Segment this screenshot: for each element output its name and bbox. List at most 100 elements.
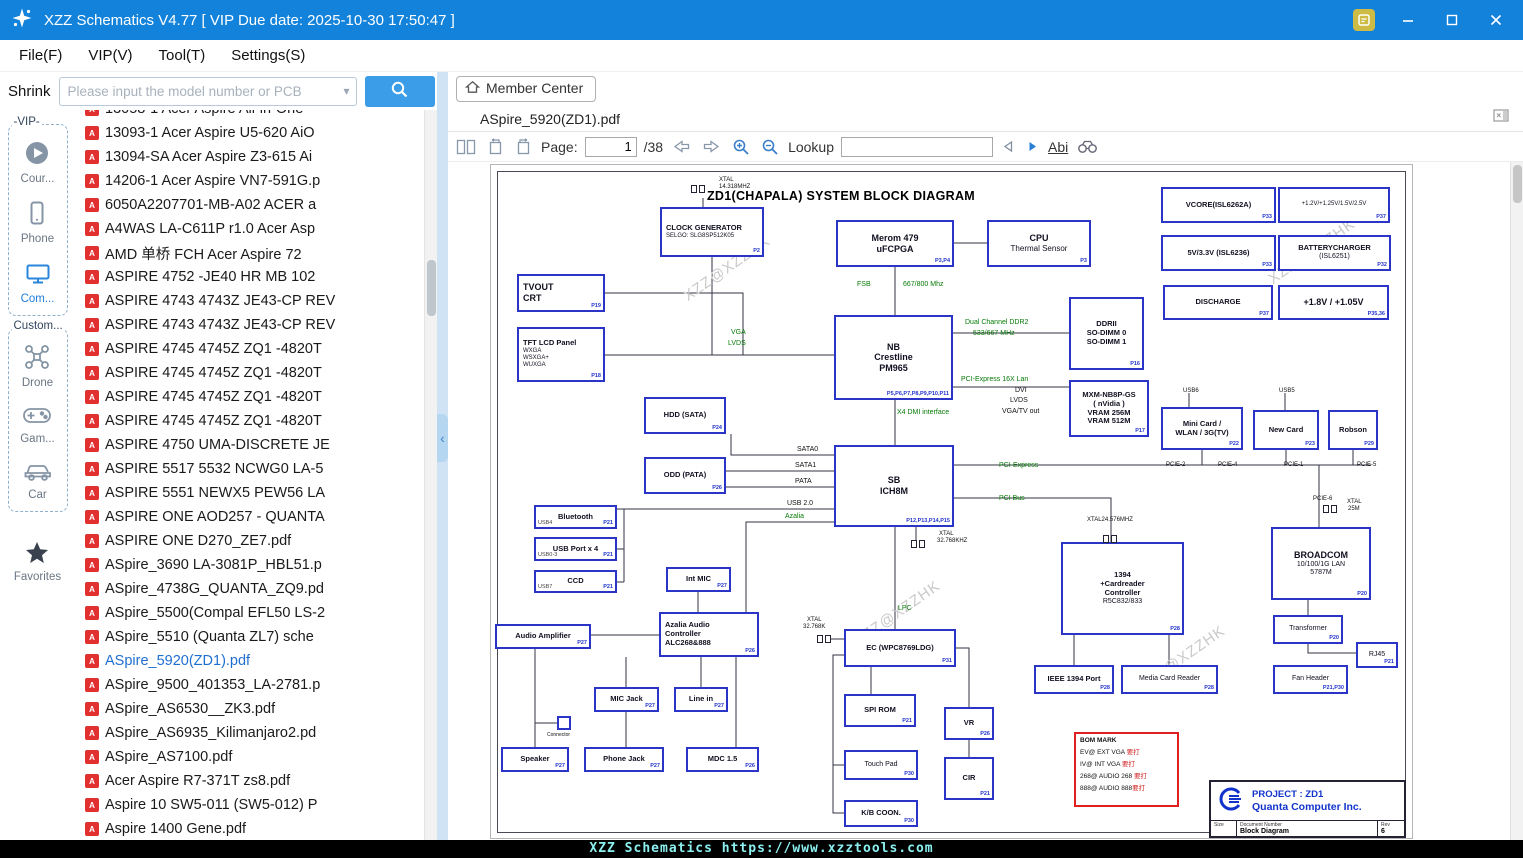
panel-splitter[interactable]: ‹ bbox=[437, 72, 448, 840]
close-panel-icon[interactable] bbox=[1493, 109, 1509, 127]
sidebar-item-computer[interactable]: Com... bbox=[21, 259, 54, 305]
pdf-file-icon: A bbox=[85, 150, 99, 164]
pdf-file-icon: A bbox=[85, 174, 99, 188]
support-icon[interactable] bbox=[1353, 9, 1375, 31]
menu-settings[interactable]: Settings(S) bbox=[231, 47, 306, 64]
collapse-icon[interactable]: ‹ bbox=[437, 414, 448, 462]
lookup-label: Lookup bbox=[788, 138, 834, 155]
bom-line: EV@ EXT VGA 要打 bbox=[1080, 749, 1140, 756]
pdf-file-icon: A bbox=[85, 798, 99, 812]
back-icon[interactable] bbox=[670, 139, 693, 154]
tab-aspire-5920[interactable]: ASpire_5920(ZD1).pdf bbox=[466, 107, 634, 131]
scrollbar-thumb[interactable] bbox=[1513, 165, 1522, 203]
combo-arrow-icon[interactable]: ▾ bbox=[343, 84, 350, 98]
zoom-out-icon[interactable] bbox=[759, 138, 781, 156]
file-item-label: ASpire_9500_401353_LA-2781.p bbox=[105, 677, 321, 693]
file-item[interactable]: A13058-1 Acer Aspire All-in-One bbox=[75, 110, 424, 121]
menu-vip[interactable]: VIP(V) bbox=[88, 47, 133, 64]
next-result-icon[interactable] bbox=[1024, 140, 1041, 153]
find-icon[interactable] bbox=[1075, 139, 1100, 154]
crystal-symbol bbox=[911, 540, 925, 548]
search-icon bbox=[390, 80, 409, 102]
pdf-file-icon: A bbox=[85, 294, 99, 308]
menu-tool[interactable]: Tool(T) bbox=[158, 47, 206, 64]
sidebar-item-phone[interactable]: Phone bbox=[21, 199, 54, 245]
maximize-button[interactable] bbox=[1441, 9, 1463, 31]
pdf-file-icon: A bbox=[85, 606, 99, 620]
zoom-in-icon[interactable] bbox=[730, 138, 752, 156]
rotate-cw-icon[interactable] bbox=[513, 138, 534, 155]
sidebar-item-car[interactable]: Car bbox=[23, 459, 53, 501]
net-label: XTAL bbox=[719, 177, 734, 183]
file-item-label: ASpire_4738G_QUANTA_ZQ9.pd bbox=[105, 581, 324, 597]
file-item-label: ASPIRE ONE D270_ZE7.pdf bbox=[105, 533, 292, 549]
text-select-tool[interactable]: Abi bbox=[1048, 138, 1069, 155]
minimize-button[interactable] bbox=[1397, 9, 1419, 31]
file-list-scrollbar[interactable] bbox=[424, 110, 437, 840]
schematic-wires bbox=[534, 198, 1378, 814]
sidebar-item-game[interactable]: Gam... bbox=[20, 403, 55, 445]
block-mini-card-wlan: Mini Card /WLAN / 3G(TV)P22 bbox=[1161, 407, 1243, 450]
file-item[interactable]: A ASpire_5500(Compal EFL50 LS-2 bbox=[75, 601, 424, 625]
close-button[interactable] bbox=[1485, 9, 1507, 31]
file-item[interactable]: A 14206-1 Acer Aspire VN7-591G.p bbox=[75, 169, 424, 193]
sidebar-item-drone[interactable]: Drone bbox=[22, 343, 53, 389]
page-number-input[interactable] bbox=[584, 136, 637, 157]
model-search-combobox[interactable]: ▾ bbox=[58, 76, 357, 106]
file-item-label: ASPIRE 4745 4745Z ZQ1 -4820T bbox=[105, 365, 322, 381]
pdf-scrollbar[interactable] bbox=[1510, 162, 1523, 840]
pdf-viewport[interactable]: ZD1(CHAPALA) SYSTEM BLOCK DIAGRAM BOM MA… bbox=[448, 162, 1523, 840]
course-icon bbox=[23, 139, 51, 172]
file-item[interactable]: A 13094-SA Acer Aspire Z3-615 Ai bbox=[75, 145, 424, 169]
net-label: VGA bbox=[731, 329, 746, 336]
custom-group: Custom... Drone Gam... Car bbox=[7, 320, 68, 512]
crystal-symbol bbox=[691, 185, 705, 193]
file-item-label: 14206-1 Acer Aspire VN7-591G.p bbox=[105, 173, 321, 189]
lookup-input[interactable] bbox=[841, 136, 993, 157]
search-button[interactable] bbox=[364, 75, 435, 107]
block-vcore: VCORE(ISL6262A)P33 bbox=[1161, 187, 1276, 223]
shrink-label[interactable]: Shrink bbox=[8, 82, 51, 100]
sidebar-item-course[interactable]: Cour... bbox=[21, 139, 54, 185]
file-item-label: 13094-SA Acer Aspire Z3-615 Ai bbox=[105, 149, 313, 165]
member-center-button[interactable]: Member Center bbox=[456, 75, 597, 102]
two-page-view-icon[interactable] bbox=[454, 139, 478, 155]
file-item-label: ASpire_5500(Compal EFL50 LS-2 bbox=[105, 605, 326, 621]
model-search-input[interactable] bbox=[59, 83, 344, 99]
menu-file[interactable]: File(F) bbox=[19, 47, 63, 64]
rotate-ccw-icon[interactable] bbox=[485, 138, 506, 155]
sidebar-item-favorites[interactable]: Favorites bbox=[14, 540, 61, 583]
prev-result-icon[interactable] bbox=[1000, 140, 1017, 153]
forward-icon[interactable] bbox=[700, 139, 723, 154]
scrollbar-thumb[interactable] bbox=[427, 260, 436, 316]
